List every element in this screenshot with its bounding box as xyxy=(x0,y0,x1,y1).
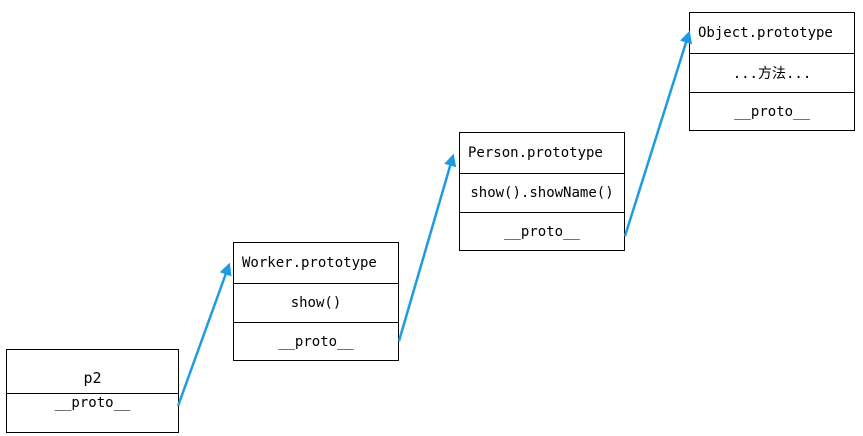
object-prototype-box: Object.prototype ...方法... __proto__ xyxy=(689,12,855,131)
person-methods: show().showName() xyxy=(460,173,624,212)
object-methods: ...方法... xyxy=(690,53,854,92)
arrow-person-to-object xyxy=(623,30,692,237)
person-proto-field: __proto__ xyxy=(460,212,624,251)
person-prototype-box: Person.prototype show().showName() __pro… xyxy=(459,132,625,251)
worker-show-method: show() xyxy=(234,283,398,322)
p2-label: p2 xyxy=(83,368,102,387)
arrow-p2-to-worker xyxy=(176,262,232,407)
p2-proto-field: __proto__ xyxy=(7,393,178,433)
object-prototype-title: Object.prototype xyxy=(698,25,833,41)
worker-prototype-title: Worker.prototype xyxy=(242,255,377,271)
arrow-worker-to-person xyxy=(397,153,457,342)
object-proto-field: __proto__ xyxy=(690,92,854,131)
worker-prototype-box: Worker.prototype show() __proto__ xyxy=(233,242,399,361)
p2-box: p2 __proto__ xyxy=(6,349,179,433)
worker-proto-field: __proto__ xyxy=(234,322,398,361)
person-prototype-title: Person.prototype xyxy=(468,145,603,161)
